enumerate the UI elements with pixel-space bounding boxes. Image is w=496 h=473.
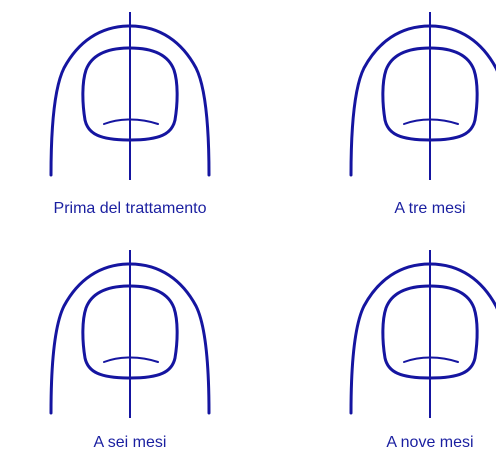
finger-nail-icon bbox=[349, 250, 496, 418]
panel-before-treatment: Prima del trattamento bbox=[20, 10, 240, 235]
panel-three-months: A tre mesi bbox=[320, 10, 496, 235]
panel-caption: A tre mesi bbox=[394, 200, 466, 217]
panel-six-months: A sei mesi bbox=[20, 248, 240, 473]
finger-nail-icon bbox=[49, 250, 211, 418]
panel-caption: A sei mesi bbox=[93, 434, 167, 451]
panel-caption: A nove mesi bbox=[386, 434, 474, 451]
finger-nail-icon bbox=[349, 12, 496, 180]
finger-nail-icon bbox=[49, 12, 211, 180]
panel-caption: Prima del trattamento bbox=[53, 200, 207, 217]
panel-nine-months: A nove mesi bbox=[320, 248, 496, 473]
